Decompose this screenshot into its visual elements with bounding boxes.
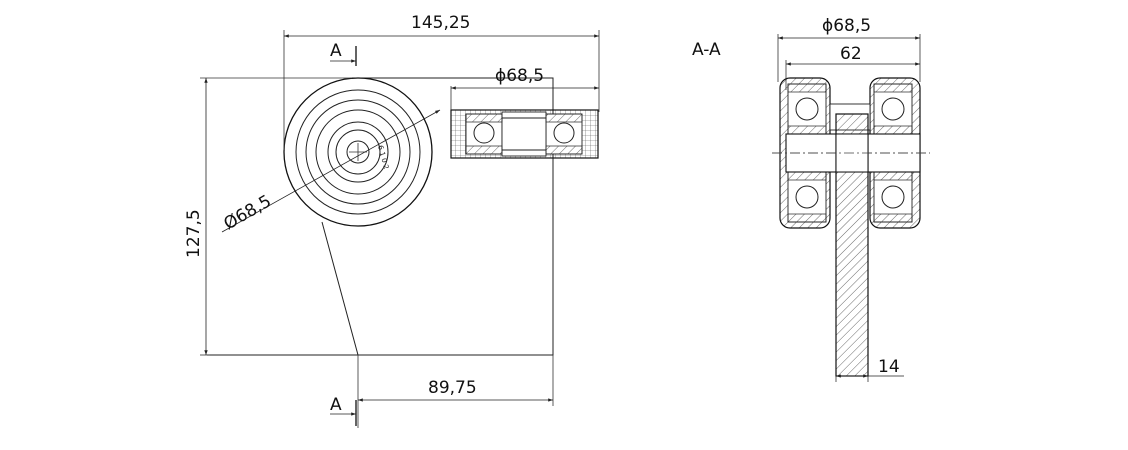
top-section-view: ϕ68,5 — [450, 66, 599, 159]
top-diameter-label: ϕ68,5 — [495, 66, 544, 86]
section-letter-top: A — [330, 41, 342, 61]
section-aa-view: A-A ϕ68,5 — [692, 16, 930, 382]
section-diameter-label: ϕ68,5 — [822, 16, 871, 36]
height-total-label: 127,5 — [184, 209, 204, 258]
section-width-label: 62 — [840, 44, 862, 64]
offset-bottom-label: 89,75 — [428, 378, 477, 398]
plate-thickness-label: 14 — [878, 357, 900, 377]
width-total-label: 145,25 — [411, 13, 470, 33]
dim-145-25: 145,25 — [283, 13, 600, 150]
bracket-outline — [207, 77, 554, 356]
front-view: 6 1 0 2 Ø68,5 145,25 127,5 89,75 — [184, 13, 600, 428]
roller-front: 6 1 0 2 — [283, 77, 433, 227]
dim-127-5: 127,5 — [184, 77, 352, 356]
section-letter-bottom: A — [330, 395, 342, 415]
front-diameter-leader — [221, 109, 441, 233]
section-mark-bottom: A — [330, 395, 357, 426]
section-mark-top: A — [330, 41, 357, 66]
front-diameter-label: Ø68,5 — [221, 191, 275, 234]
section-title: A-A — [692, 40, 721, 60]
bracket-diagonal-edge — [321, 221, 359, 356]
dim-89-75: 89,75 — [357, 355, 554, 428]
